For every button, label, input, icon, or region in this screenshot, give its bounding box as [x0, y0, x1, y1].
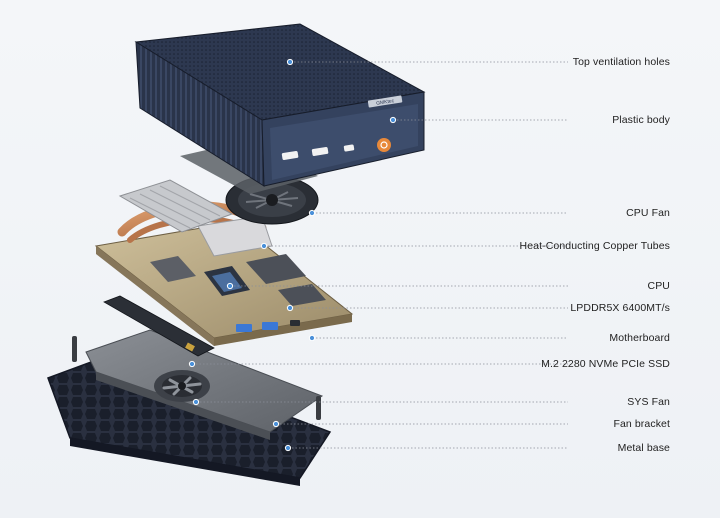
usb-port: [236, 324, 252, 332]
standoff-right: [316, 396, 321, 420]
cpu: [204, 266, 250, 296]
callout-dot-plastic-body: [389, 116, 397, 124]
callout-label-sys-fan: SYS Fan: [627, 396, 670, 408]
callout-dot-heat-conducting-copper-tubes: [260, 242, 268, 250]
memory-chip: [246, 254, 306, 284]
callout-dot-top-ventilation-holes: [286, 58, 294, 66]
callout-label-plastic-body: Plastic body: [612, 114, 670, 126]
sys-fan: [154, 370, 210, 402]
svg-text:GMKtec: GMKtec: [376, 98, 395, 107]
callout-dot-cpu-fan: [308, 209, 316, 217]
callout-label-fan-bracket: Fan bracket: [613, 418, 670, 430]
chip: [150, 256, 196, 282]
callout-dot-sys-fan: [192, 398, 200, 406]
callout-dot-fan-bracket: [272, 420, 280, 428]
plastic-body: GMKtec: [134, 23, 426, 187]
front-panel: [270, 104, 418, 180]
standoff-left: [72, 336, 77, 362]
callout-label-cpu: CPU: [647, 280, 670, 292]
callout-dot-cpu: [226, 282, 234, 290]
callout-dot-motherboard: [308, 334, 316, 342]
port: [290, 320, 300, 326]
memory-chip: [278, 284, 326, 306]
callout-label-motherboard: Motherboard: [609, 332, 670, 344]
brand-badge: GMKtec: [367, 95, 403, 108]
callout-label-cpu-fan: CPU Fan: [626, 207, 670, 219]
callout-label-m2-ssd: M.2 2280 NVMe PCIe SSD: [541, 358, 670, 370]
callout-label-top-ventilation-holes: Top ventilation holes: [572, 56, 670, 68]
front-port: [311, 147, 329, 156]
m2-ssd: [103, 295, 215, 357]
usb-port: [262, 322, 278, 330]
callout-label-lpddr5x: LPDDR5X 6400MT/s: [570, 302, 670, 314]
callout-label-heat-conducting-copper-tubes: Heat-Conducting Copper Tubes: [519, 240, 670, 252]
callout-dot-metal-base: [284, 444, 292, 452]
front-port: [281, 151, 299, 160]
power-button: [377, 138, 391, 152]
leader-lines: [188, 58, 568, 452]
callout-label-metal-base: Metal base: [617, 442, 670, 454]
front-port: [343, 144, 355, 152]
callout-dot-m2-ssd: [188, 360, 196, 368]
callout-dot-lpddr5x: [286, 304, 294, 312]
